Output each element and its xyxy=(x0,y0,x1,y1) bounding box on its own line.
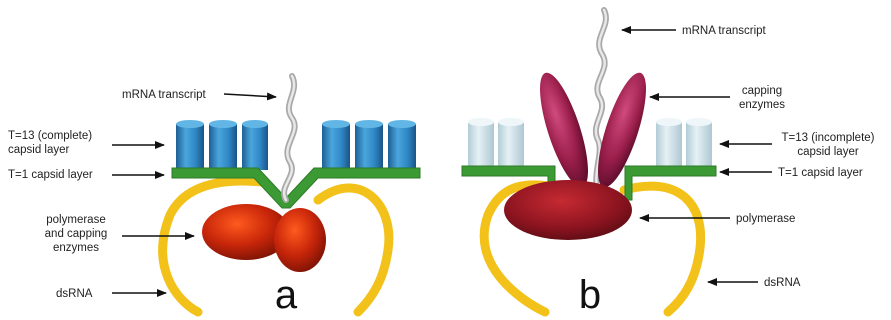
capsid-subunit xyxy=(176,120,204,170)
capsid-subunit xyxy=(388,120,416,170)
polymerase-blob-b xyxy=(504,180,632,240)
capping-enzyme-blob-a xyxy=(274,208,326,272)
label-mrna-transcript-b: mRNA transcript xyxy=(682,25,767,37)
label-dsrna-b: dsRNA xyxy=(764,277,801,289)
capsid-subunit xyxy=(242,120,268,170)
label-polymerase-line2: and capping xyxy=(45,228,108,240)
capsid-subunit-pale xyxy=(468,118,494,168)
label-t13-incomplete-line2: capsid layer xyxy=(797,146,859,158)
label-polymerase-line3: enzymes xyxy=(53,242,99,254)
label-polymerase-b: polymerase xyxy=(736,213,795,225)
capsid-subunit xyxy=(322,120,350,170)
capsid-subunit xyxy=(355,120,383,170)
capsid-subunit-pale xyxy=(686,118,712,168)
arrow-mrna-a xyxy=(224,94,276,97)
label-capping-line1: capping xyxy=(742,85,782,97)
label-polymerase-line1: polymerase xyxy=(46,214,105,226)
panel-b: mRNA transcript capping enzymes T=13 (in… xyxy=(462,10,875,317)
capsid-subunit-pale xyxy=(498,118,524,168)
capsid-subunit xyxy=(209,120,237,170)
dsrna-strand-right-b xyxy=(624,186,701,312)
panel-letter-b: b xyxy=(579,273,601,317)
label-capping-line2: enzymes xyxy=(739,99,785,111)
panel-letter-a: a xyxy=(275,273,298,317)
label-t13-complete-line1: T=13 (complete) xyxy=(8,130,92,142)
capsid-subunit-pale xyxy=(656,118,682,168)
dsrna-strand-right-a xyxy=(318,188,389,312)
label-mrna-transcript-a: mRNA transcript xyxy=(122,89,207,101)
label-dsrna-a: dsRNA xyxy=(56,288,93,300)
label-t1-layer-a: T=1 capsid layer xyxy=(8,169,93,181)
panel-a: mRNA transcript T=13 (complete) capsid l… xyxy=(8,76,420,317)
label-t13-complete-line2: capsid layer xyxy=(8,144,70,156)
label-t1-layer-b: T=1 capsid layer xyxy=(778,167,863,179)
label-t13-incomplete-line1: T=13 (incomplete) xyxy=(782,132,875,144)
t13-incomplete-capsid-layer xyxy=(468,118,712,168)
